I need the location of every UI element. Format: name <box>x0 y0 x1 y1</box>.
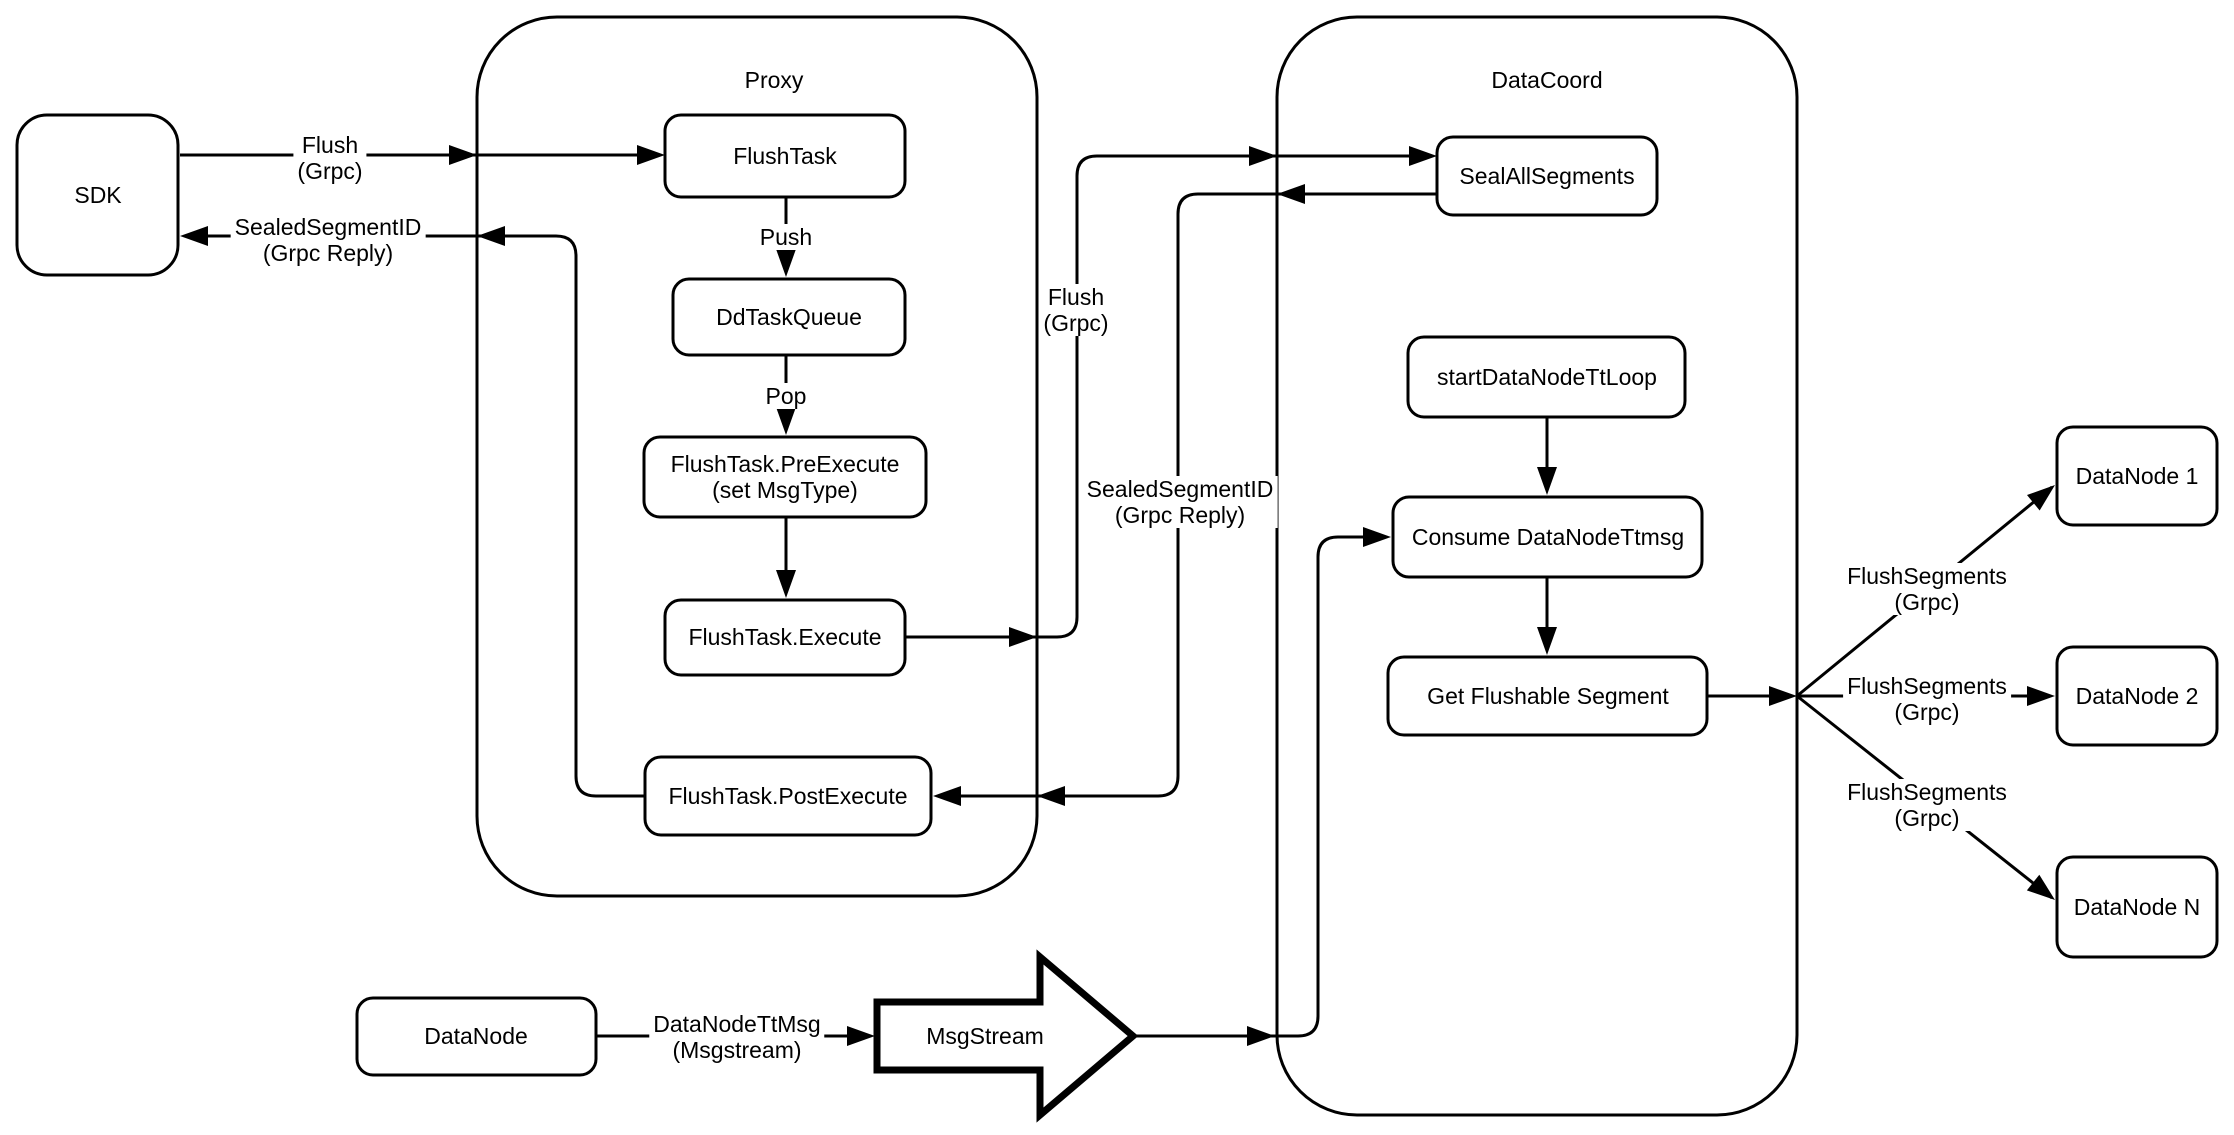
edge-postexecute-sdk <box>184 234 645 798</box>
arrowhead <box>1537 627 1557 655</box>
preexecute-node-box <box>642 435 928 519</box>
arrowhead <box>776 570 796 598</box>
datanode1-node-label: DataNode 1 <box>2075 463 2199 489</box>
execute-node-label: FlushTask.Execute <box>688 624 882 650</box>
startdatanodettloop-node-label: startDataNodeTtLoop <box>1437 364 1657 390</box>
datanode2-node-box <box>2055 645 2219 747</box>
flushtask-node-box <box>663 113 907 199</box>
postexecute-node-box <box>643 755 933 837</box>
edge-label-flushsegments-3: FlushSegments (Grpc) <box>1843 779 2011 831</box>
arrowhead <box>776 249 796 277</box>
edge-label-flushsegments-1: FlushSegments (Grpc) <box>1843 563 2011 615</box>
arrowhead <box>847 1026 875 1046</box>
edge-label-datanodettmsg: DataNodeTtMsg (Msgstream) <box>649 1011 825 1063</box>
arrowhead <box>776 407 796 435</box>
arrowhead <box>1409 146 1437 166</box>
arrowhead <box>2027 686 2055 706</box>
preexecute-node-label: FlushTask.PreExecute (set MsgType) <box>670 451 900 503</box>
proxy-container-title: Proxy <box>744 67 804 93</box>
datanode2-node-label: DataNode 2 <box>2075 683 2199 709</box>
edge-label-pop: Pop <box>761 383 811 409</box>
edge-execute-sealall <box>905 154 1432 639</box>
arrowhead <box>1769 686 1797 706</box>
startdatanodettloop-node-box <box>1406 335 1687 419</box>
edge-label-sealedsegmentid-mid: SealedSegmentID (Grpc Reply) <box>1082 476 1278 528</box>
ddtaskqueue-node-box <box>671 277 907 357</box>
msgstream-node-label: MsgStream <box>926 1023 1044 1049</box>
sealallsegments-node-box <box>1435 135 1659 217</box>
getflushablesegment-node-label: Get Flushable Segment <box>1427 683 1669 709</box>
arrowhead <box>2026 485 2055 511</box>
arrowhead <box>1037 786 1065 806</box>
edge-msgstream-consume <box>1133 535 1386 1038</box>
flushtask-node-label: FlushTask <box>733 143 837 169</box>
edge-label-flush-grpc-sdk: Flush (Grpc) <box>293 132 367 184</box>
datanode-node-box <box>355 996 598 1077</box>
edge-label-push: Push <box>755 224 817 250</box>
arrowhead <box>1009 627 1037 647</box>
arrowhead <box>933 786 961 806</box>
edge-label-flush-grpc-mid: Flush (Grpc) <box>1039 284 1113 336</box>
postexecute-node-label: FlushTask.PostExecute <box>668 783 908 809</box>
datanode-node-label: DataNode <box>424 1023 528 1049</box>
sdk-node-box <box>15 113 180 277</box>
msgstream-block-arrow <box>873 949 1139 1123</box>
arrowhead <box>2026 874 2055 900</box>
arrowhead <box>637 145 665 165</box>
datanode1-node-box <box>2055 425 2219 527</box>
arrowhead <box>449 145 477 165</box>
sealallsegments-node-label: SealAllSegments <box>1459 163 1635 189</box>
arrowhead <box>1363 527 1391 547</box>
getflushablesegment-node-box <box>1386 655 1709 737</box>
consumedatanodettmsg-node-label: Consume DataNodeTtmsg <box>1411 524 1685 550</box>
datacoord-container-title: DataCoord <box>1491 67 1603 93</box>
arrowhead <box>1537 467 1557 495</box>
arrowhead <box>1277 184 1305 204</box>
execute-node-box <box>663 598 907 677</box>
sdk-node-label: SDK <box>74 182 122 208</box>
consumedatanodettmsg-node-box <box>1391 495 1704 579</box>
datanoden-node-label: DataNode N <box>2073 894 2201 920</box>
edge-label-sealedsegmentid-sdk: SealedSegmentID (Grpc Reply) <box>230 214 426 266</box>
datanoden-node-box <box>2055 855 2219 959</box>
arrowhead <box>477 226 505 246</box>
edge-label-flushsegments-2: FlushSegments (Grpc) <box>1843 673 2011 725</box>
ddtaskqueue-node-label: DdTaskQueue <box>716 304 862 330</box>
arrowhead <box>180 226 208 246</box>
arrowhead <box>1247 1026 1275 1046</box>
arrowhead <box>1249 146 1277 166</box>
